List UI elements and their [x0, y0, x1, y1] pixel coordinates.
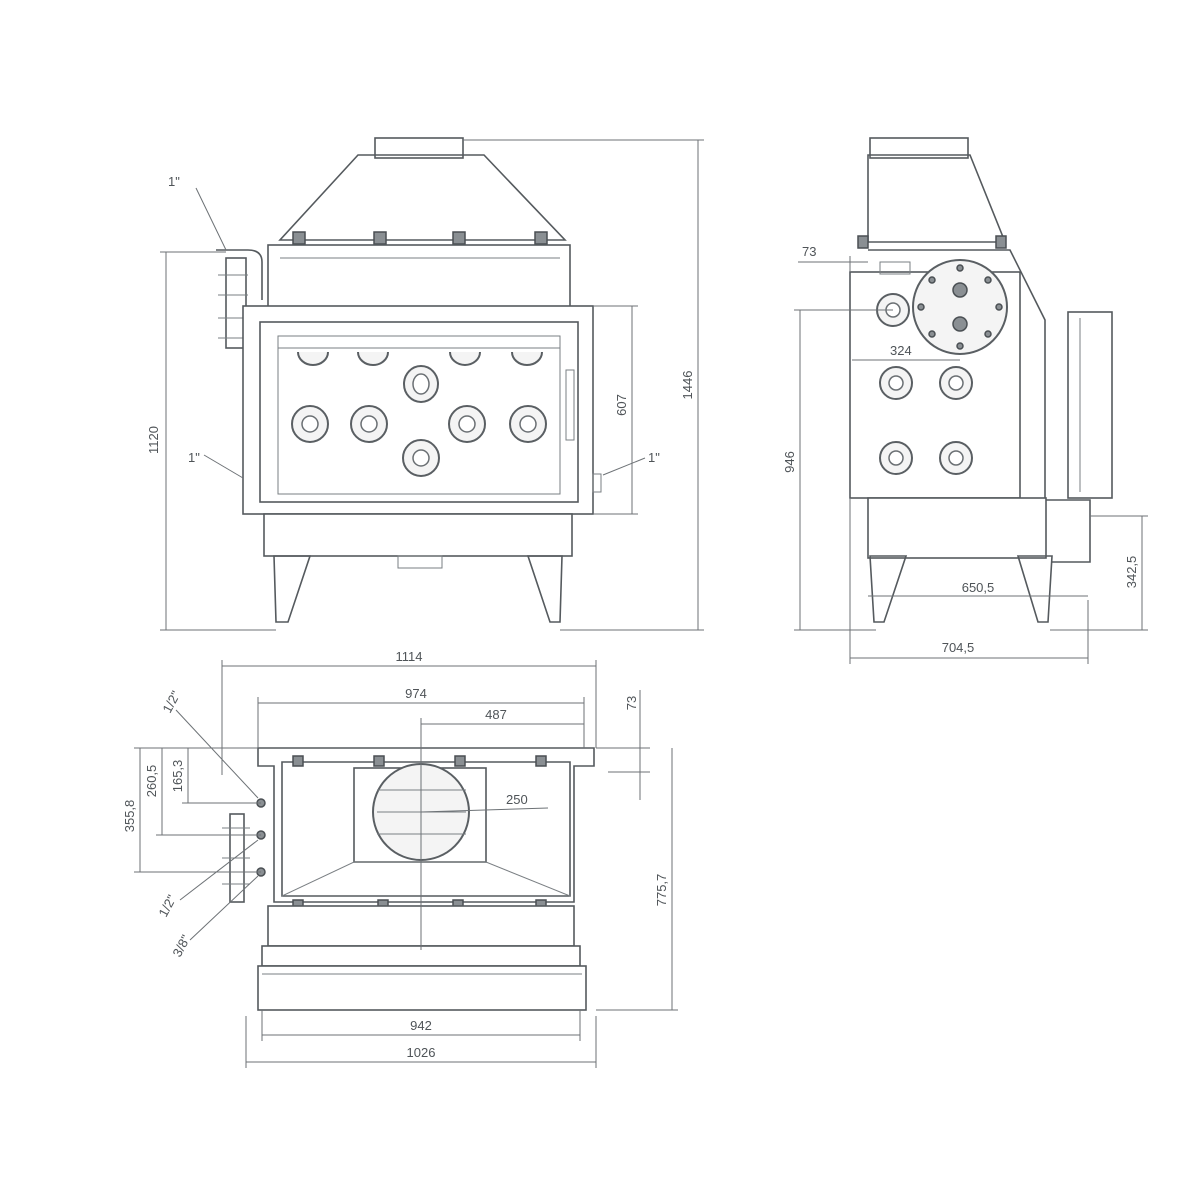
front-flue-collar [374, 137, 464, 159]
side-view: 73 324 946 342,5 650,5 704,5 [782, 137, 1148, 664]
side-offset-label: 73 [802, 244, 816, 259]
side-leg-front [869, 555, 908, 623]
top-dim-connections [134, 747, 261, 873]
side-dim-depth-total [849, 498, 1089, 664]
top-depth-label: 775,7 [654, 874, 669, 907]
side-dim-leg-height [1050, 515, 1148, 631]
front-door-glass [259, 321, 579, 503]
front-leg-right [526, 555, 563, 623]
front-leg-left [273, 555, 312, 623]
top-view: 1114 974 487 73 250 775,7 [122, 649, 678, 1068]
top-left-connectors [222, 798, 266, 903]
side-dim-height [794, 309, 893, 631]
side-flange-bolts [917, 264, 1003, 350]
side-lower-body [867, 497, 1047, 559]
top-conn-2-label: 260,5 [144, 765, 159, 798]
top-bolts [292, 755, 547, 911]
top-dim-flue [420, 807, 549, 813]
side-flange [912, 259, 1008, 355]
front-height-body-label: 1120 [146, 426, 161, 454]
top-thread-1: 1/2" [159, 688, 183, 715]
front-thread-right: 1" [648, 450, 660, 465]
top-dim-half-width [420, 718, 584, 950]
side-port-spacing-label: 324 [890, 343, 912, 358]
top-width-inner-label: 974 [405, 686, 427, 701]
top-front-total-label: 1026 [407, 1045, 436, 1060]
side-leg-back [1016, 555, 1053, 623]
top-dim-depth [596, 748, 678, 1011]
top-thread-3: 3/8" [169, 932, 193, 959]
side-hood [867, 154, 1007, 243]
top-dim-width-inner [257, 697, 585, 748]
side-depth-inner-label: 650,5 [962, 580, 995, 595]
front-lower-body [263, 513, 573, 557]
side-height-label: 946 [782, 451, 797, 473]
front-height-total-label: 1446 [680, 371, 695, 400]
front-upper-body [267, 244, 571, 308]
front-leader-top-left [195, 187, 227, 251]
front-leader-right [602, 457, 646, 476]
front-dim-height-total [463, 139, 704, 631]
front-thread-mid-left: 1" [188, 450, 200, 465]
front-height-door-label: 607 [614, 394, 629, 416]
top-front-inner-label: 942 [410, 1018, 432, 1033]
top-half-width-label: 487 [485, 707, 507, 722]
side-door-profile [1067, 311, 1113, 499]
front-hood [278, 154, 567, 241]
front-dim-height-body [160, 251, 276, 631]
front-thread-top-left: 1" [168, 174, 180, 189]
top-conn-3-label: 355,8 [122, 800, 137, 833]
front-ports [291, 351, 547, 477]
side-leg-height-label: 342,5 [1124, 556, 1139, 589]
top-dim-offset [596, 690, 650, 800]
side-flue-collar [869, 137, 969, 159]
top-thread-2: 1/2" [155, 892, 179, 919]
top-front-frame [257, 965, 587, 1011]
top-dim-front-inner [261, 1010, 581, 1041]
top-dim-front-total [245, 1016, 597, 1068]
side-dim-offset [798, 256, 868, 272]
front-leader-mid-left [203, 454, 244, 479]
top-leader-3 [189, 875, 259, 941]
front-dim-height-door [593, 305, 638, 515]
top-leader-2 [179, 839, 259, 901]
top-dim-width-total [221, 660, 597, 775]
side-depth-total-label: 704,5 [942, 640, 975, 655]
front-hood-bolts [292, 231, 548, 245]
top-offset-label: 73 [624, 696, 639, 710]
front-left-pipes [216, 249, 263, 349]
top-flue-diameter-label: 250 [506, 792, 528, 807]
top-leader-1 [175, 709, 259, 799]
top-conn-1-label: 165,3 [170, 760, 185, 793]
front-view: 1120 1446 607 1" 1" 1" [146, 137, 704, 631]
top-width-total-label: 1114 [396, 649, 423, 664]
